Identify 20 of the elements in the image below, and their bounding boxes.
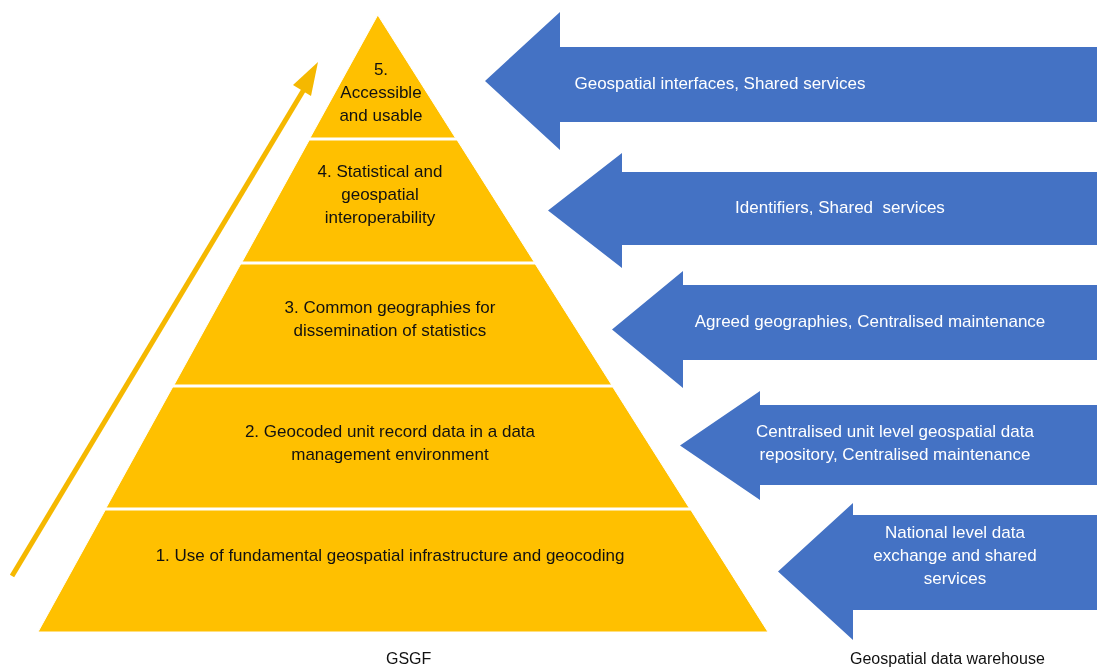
- banner-text: Centralised unit level geospatial data repository, Centralised maintenance: [755, 421, 1035, 466]
- pointer-banner: [778, 503, 1097, 640]
- level-text: 3. Common geographies for dissemination of statistics: [283, 297, 497, 342]
- banner-text: National level data exchange and shared services: [872, 522, 1038, 590]
- pyramid-level: [241, 140, 535, 262]
- level-text: 1. Use of fundamental geospatial infrastructure and geocoding: [154, 545, 626, 567]
- level-text: 4. Statistical and geospatial interoperability: [316, 161, 444, 229]
- level-text: 5. Accessible and usable: [338, 59, 424, 127]
- pyramid-level: [106, 387, 690, 508]
- banner-text: Agreed geographies, Centralised maintenance: [693, 311, 1047, 333]
- pointer-banner: [485, 12, 1097, 150]
- banner-text: Geospatial interfaces, Shared services: [573, 73, 867, 95]
- pyramid-level: [174, 264, 612, 385]
- pyramid-level: [38, 510, 768, 632]
- pointer-banner: [680, 391, 1097, 500]
- pointer-banner: [548, 153, 1097, 268]
- caption-label: GSGF: [386, 650, 432, 668]
- banner-text: Identifiers, Shared services: [734, 197, 946, 219]
- level-text: 2. Geocoded unit record data in a data management environment: [243, 421, 537, 466]
- pointer-banner: [612, 271, 1097, 388]
